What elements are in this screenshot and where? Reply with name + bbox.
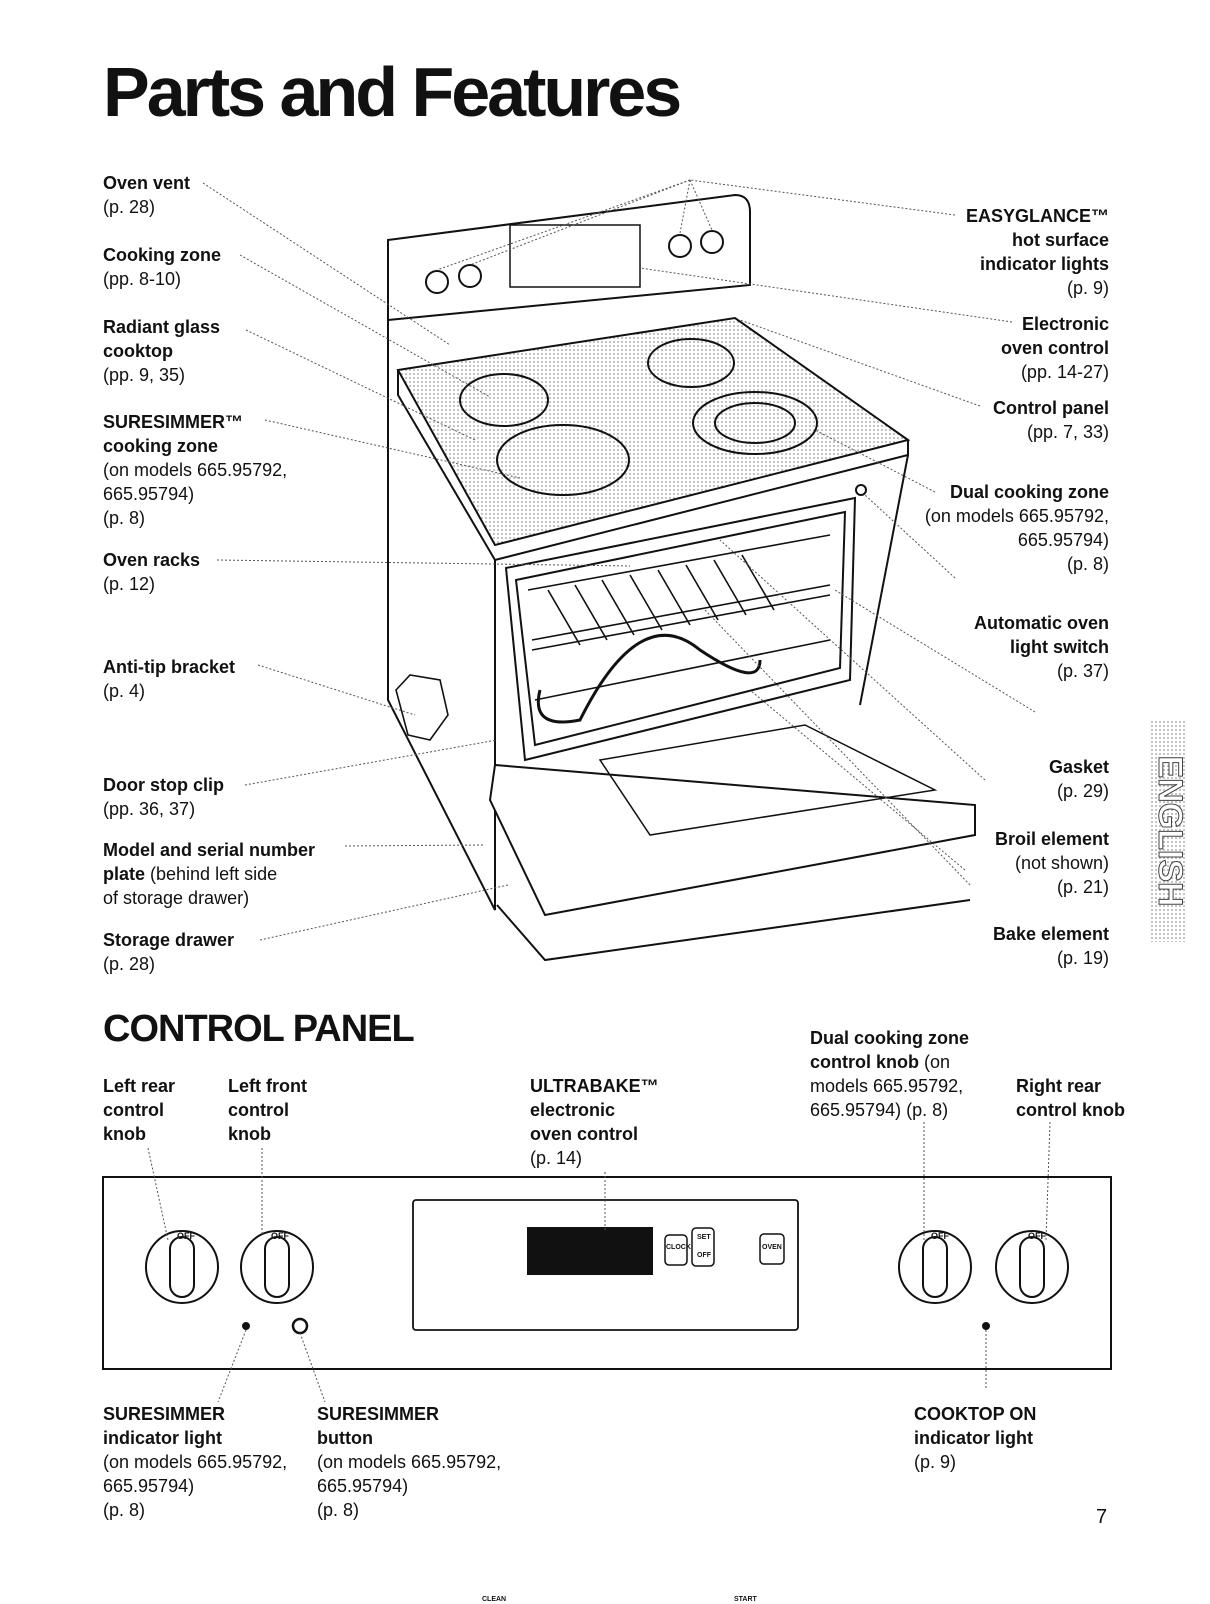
panel-frame: [102, 1176, 1112, 1370]
button-set-label: SET: [697, 1234, 711, 1241]
knob-dual-zone: [898, 1230, 972, 1304]
label-control-panel: Control panel(pp. 7, 33): [993, 398, 1109, 442]
knob-right-rear: [995, 1230, 1069, 1304]
suresimmer-light-shape: [242, 1322, 250, 1330]
oven-racks: [527, 534, 831, 701]
control-panel-heading: CONTROL PANEL: [103, 1008, 415, 1050]
knob-left-front: [240, 1230, 314, 1304]
button-clean-label: CLEAN: [482, 1596, 507, 1603]
bake-element: [537, 633, 762, 724]
cooking-zone-rear-left: [459, 373, 549, 427]
button-clock-label: CLOCK: [666, 1244, 691, 1251]
label-gasket: Gasket(p. 29): [1048, 757, 1109, 801]
control-buttons: [664, 1227, 785, 1267]
backguard-knob-4: [700, 230, 724, 254]
dual-cooking-zone: [692, 391, 818, 455]
light-switch: [855, 484, 867, 496]
label-door-stop-clip: Door stop clip(pp. 36, 37): [103, 775, 224, 819]
knob-off-label-3: OFF: [931, 1231, 949, 1241]
label-anti-tip-bracket: Anti-tip bracket(p. 4): [103, 657, 236, 701]
label-oven-racks: Oven racks(p. 12): [103, 550, 201, 594]
door-window: [598, 724, 938, 836]
knob-off-label-1: OFF: [177, 1231, 195, 1241]
leader-lines: [202, 179, 1036, 941]
language-side-tab: ENGLISH: [1150, 720, 1190, 942]
display-window: [527, 1227, 653, 1275]
suresimmer-button-shape: [291, 1317, 309, 1335]
storage-drawer: [496, 899, 971, 962]
backguard: [387, 193, 751, 322]
side-tab-text: ENGLISH: [1151, 755, 1186, 906]
page-number: 7: [1096, 1506, 1108, 1528]
cooktop-on-light-shape: [982, 1322, 990, 1330]
knob-left-rear: [145, 1230, 219, 1304]
button-off-label: OFF: [697, 1252, 711, 1259]
button-start-label: START: [734, 1596, 757, 1603]
knob-off-label-2: OFF: [271, 1231, 289, 1241]
anti-tip-bracket: [395, 674, 449, 741]
label-broil-element: Broil element(not shown)(p. 21): [994, 829, 1109, 897]
label-cooking-zone: Cooking zone(pp. 8-10): [103, 245, 221, 289]
backguard-knob-2: [458, 264, 482, 288]
panel-leader-lines: [147, 1121, 1051, 1403]
label-storage-drawer: Storage drawer(p. 28): [103, 930, 235, 974]
suresimmer-zone: [496, 424, 630, 496]
label-model-serial-plate: Model and serial number plate (behind le…: [103, 840, 316, 908]
backguard-knob-1: [425, 270, 449, 294]
page-title: Parts and Features: [103, 53, 682, 131]
label-dual-cooking-zone: Dual cooking zone(on models 665.95792,66…: [924, 482, 1109, 574]
knob-off-label-4: OFF: [1028, 1231, 1046, 1241]
label-bake-element: Bake element(p. 19): [992, 924, 1109, 968]
cooking-zone-rear-right: [647, 338, 735, 388]
label-dual-zone-knob: Dual cooking zone control knob (on model…: [810, 1028, 970, 1120]
backguard-knob-3: [668, 234, 692, 258]
button-oven-label: OVEN: [762, 1244, 782, 1251]
display-area: [509, 224, 641, 288]
label-oven-vent: Oven vent(p. 28): [103, 173, 191, 217]
